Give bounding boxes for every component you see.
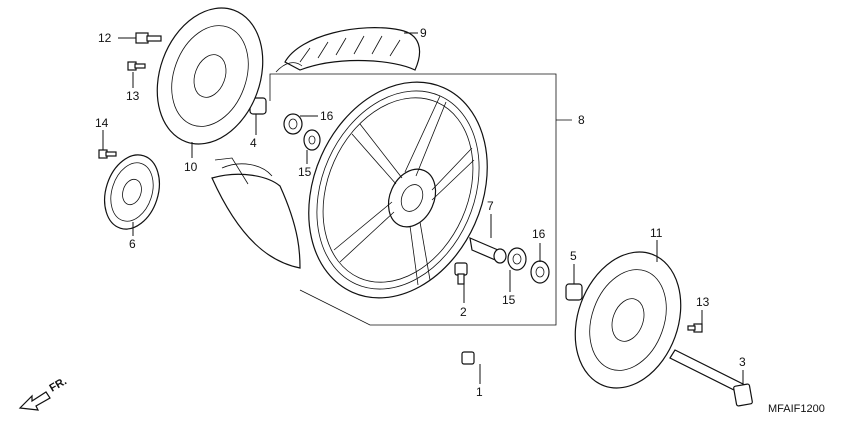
nut-1	[461, 351, 475, 365]
callout-15-right: 15	[502, 293, 516, 307]
callout-7: 7	[487, 199, 494, 213]
diagram-code: MFAIF1200	[768, 403, 825, 415]
callouts: 12 13 14 6 10 4 16 15 9 8 7 16 15 5 2 11…	[95, 26, 746, 399]
fender-part	[211, 157, 301, 269]
callout-13-left: 13	[126, 89, 140, 103]
callout-8: 8	[578, 113, 585, 127]
callout-10: 10	[184, 160, 198, 174]
bolts	[98, 32, 703, 365]
callout-15-left: 15	[298, 165, 312, 179]
callout-9: 9	[420, 26, 427, 40]
callout-16-left: 16	[320, 109, 334, 123]
tire	[275, 27, 421, 73]
axle	[669, 349, 753, 407]
pulser-ring	[104, 154, 160, 230]
callout-12: 12	[98, 31, 112, 45]
wheel-rim	[308, 81, 488, 299]
callout-11: 11	[650, 226, 663, 240]
bolt-13-right	[687, 323, 703, 333]
bolt-12	[135, 32, 162, 44]
left-brake-disk	[156, 7, 264, 145]
left-bearings	[249, 97, 321, 151]
callout-4: 4	[250, 136, 257, 150]
callout-5: 5	[570, 249, 577, 263]
callout-6: 6	[129, 237, 136, 251]
right-bearings	[469, 237, 583, 301]
callout-3: 3	[739, 355, 746, 369]
callout-14: 14	[95, 116, 109, 130]
assembly-bracket	[269, 73, 572, 326]
callout-13-right: 13	[696, 295, 710, 309]
air-valve	[454, 262, 468, 285]
right-brake-disk	[574, 251, 682, 389]
front-direction-indicator: FR.	[18, 375, 69, 411]
leader-lines	[102, 32, 744, 385]
callout-1: 1	[476, 385, 483, 399]
callout-16-right: 16	[532, 227, 546, 241]
callout-2: 2	[460, 305, 467, 319]
front-arrow-icon	[18, 391, 51, 411]
bolt-13-left	[127, 61, 146, 71]
bolt-14	[98, 149, 117, 159]
front-label: FR.	[48, 375, 69, 394]
